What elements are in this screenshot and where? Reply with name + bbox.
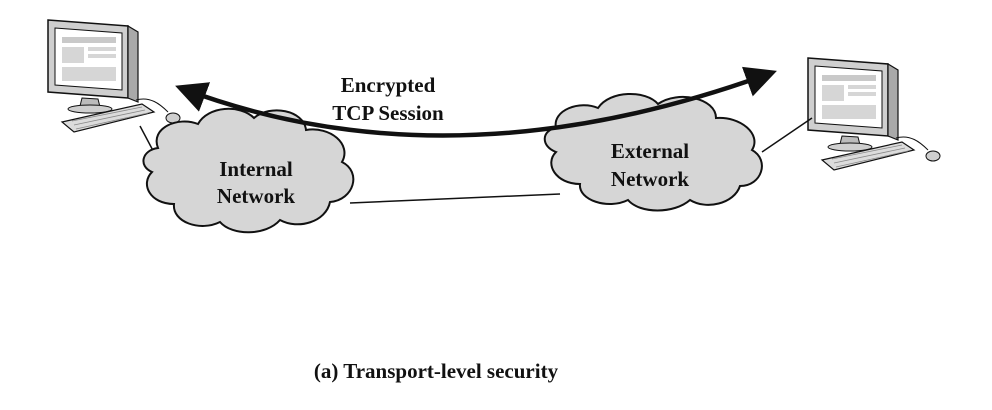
internal-network-label-line1: Internal: [219, 157, 293, 181]
right-computer-icon: [807, 57, 941, 171]
encrypted-session-arrow: [175, 66, 777, 138]
arrow-label-line2: TCP Session: [332, 101, 444, 125]
external-network-label-line2: Network: [611, 167, 689, 191]
figure-caption: (a) Transport-level security: [314, 359, 559, 383]
left-computer-icon: [47, 19, 181, 133]
right-host-link: [761, 117, 813, 153]
network-link: [349, 193, 561, 204]
internal-network-label-line2: Network: [217, 184, 295, 208]
external-network-label-line1: External: [611, 139, 689, 163]
arrow-label-line1: Encrypted: [341, 73, 436, 97]
